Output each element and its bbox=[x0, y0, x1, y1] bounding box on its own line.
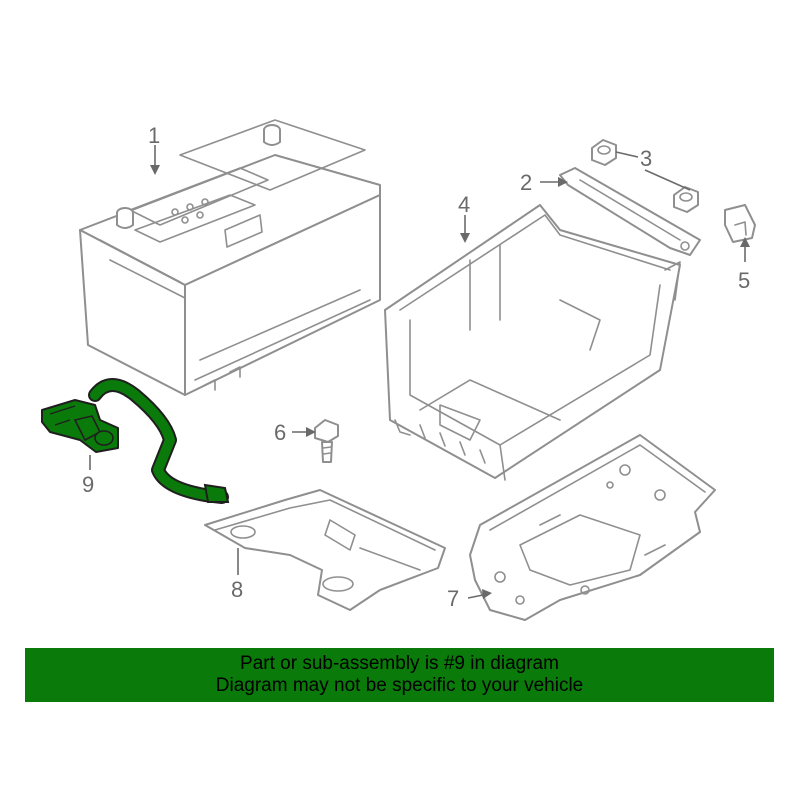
nut-upper[interactable] bbox=[591, 139, 617, 166]
leader-7-arrow bbox=[482, 589, 492, 599]
nut-lower[interactable] bbox=[673, 186, 699, 213]
leader-6-arrow bbox=[306, 427, 316, 437]
notice-line-2: Diagram may not be specific to your vehi… bbox=[215, 675, 584, 696]
leader-5-arrow bbox=[740, 237, 750, 247]
label-7: 7 bbox=[447, 586, 459, 611]
battery-cable[interactable] bbox=[41, 378, 230, 504]
notice-line-1: Part or sub-assembly is #9 in diagram bbox=[240, 653, 559, 674]
leader-4-arrow bbox=[460, 233, 470, 243]
leader-1-arrow bbox=[150, 165, 160, 175]
label-8: 8 bbox=[231, 577, 243, 602]
label-4: 4 bbox=[458, 192, 470, 217]
leader-2-arrow bbox=[558, 177, 568, 187]
notice-banner: Part or sub-assembly is #9 in diagram Di… bbox=[25, 648, 774, 702]
lower-mounting-plate[interactable] bbox=[469, 434, 716, 621]
label-5: 5 bbox=[738, 268, 750, 293]
leader-3a bbox=[615, 151, 639, 158]
label-2: 2 bbox=[520, 170, 532, 195]
leader-3b bbox=[644, 169, 691, 191]
label-6: 6 bbox=[274, 420, 286, 445]
label-1: 1 bbox=[148, 123, 160, 148]
battery-tray[interactable] bbox=[384, 204, 681, 481]
battery[interactable] bbox=[79, 119, 381, 396]
label-3: 3 bbox=[640, 146, 652, 171]
heat-shield-plate[interactable] bbox=[204, 489, 446, 611]
hold-down-bracket[interactable] bbox=[559, 167, 701, 256]
bolt[interactable] bbox=[314, 419, 339, 463]
terminal-clip[interactable] bbox=[724, 204, 756, 243]
label-9: 9 bbox=[82, 472, 94, 497]
